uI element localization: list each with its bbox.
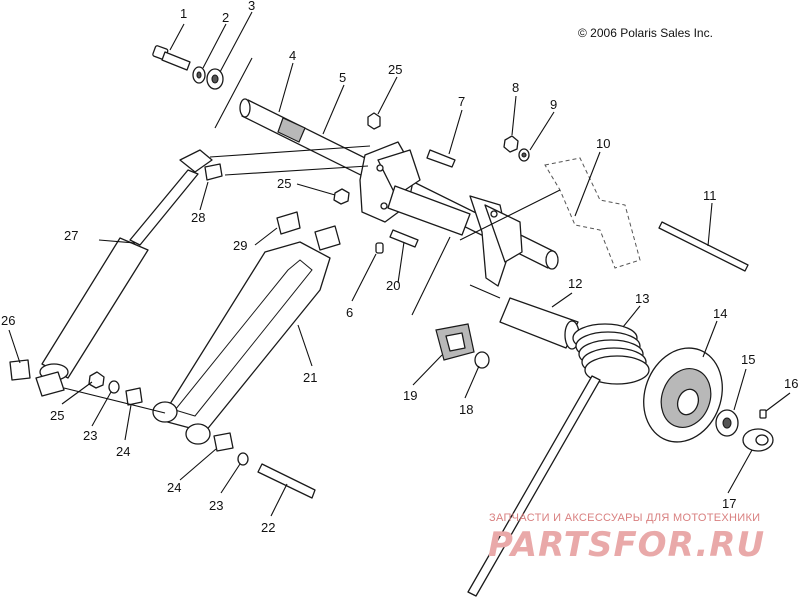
assembly-lines	[63, 57, 561, 414]
part-bushing-28	[204, 163, 223, 181]
part-nut-8	[503, 135, 519, 153]
part-rod-11	[658, 221, 749, 272]
part-tube-12	[499, 297, 580, 350]
part-bushing-24-low	[213, 432, 234, 452]
callout-1: 1	[180, 6, 187, 21]
callout-16: 16	[784, 376, 798, 391]
part-shock-27	[39, 149, 213, 381]
callout-20: 20	[386, 278, 400, 293]
callout-15: 15	[741, 352, 755, 367]
callout-26: 26	[1, 313, 15, 328]
part-bushing-29	[276, 211, 301, 235]
callout-3: 3	[248, 0, 255, 13]
part-washer-15	[715, 409, 739, 437]
callout-25b: 25	[277, 176, 291, 191]
callout-18: 18	[459, 402, 473, 417]
part-bracket-assembly	[359, 141, 523, 287]
part-bushing-shock-low	[35, 371, 65, 397]
part-arm-21	[152, 241, 331, 445]
part-rail-outline	[544, 157, 641, 269]
callout-8: 8	[512, 80, 519, 95]
part-washer-3	[206, 68, 224, 90]
callout-6: 6	[346, 305, 353, 320]
part-fitting-16	[759, 409, 767, 419]
callout-13: 13	[635, 291, 649, 306]
callout-12: 12	[568, 276, 582, 291]
part-nut-25-low	[88, 371, 105, 389]
part-washer-9	[518, 148, 530, 162]
part-nut-25-top	[367, 112, 381, 130]
part-bolt-7	[426, 149, 456, 168]
part-bolt-20	[389, 229, 419, 248]
part-clamp-19	[435, 323, 475, 361]
callout-10: 10	[596, 136, 610, 151]
callout-7: 7	[458, 94, 465, 109]
callout-25c: 25	[50, 408, 64, 423]
callout-21: 21	[303, 370, 317, 385]
callout-17: 17	[722, 496, 736, 511]
callout-23b: 23	[209, 498, 223, 513]
callout-24b: 24	[167, 480, 181, 495]
callout-14: 14	[713, 306, 727, 321]
part-bolt-1	[152, 45, 191, 71]
part-bushing-26	[9, 359, 31, 381]
callout-28: 28	[191, 210, 205, 225]
watermark-tagline: ЗАПЧАСТИ И АКСЕССУАРЫ ДЛЯ МОТОТЕХНИКИ	[489, 512, 760, 524]
watermark-logo: PARTSFOR.RU	[488, 525, 765, 565]
callout-27: 27	[64, 228, 78, 243]
callout-22: 22	[261, 520, 275, 535]
part-washer-2	[192, 66, 206, 84]
callout-25a: 25	[388, 62, 402, 77]
part-pulley-14	[643, 347, 723, 443]
part-bushing-24-top	[125, 387, 143, 406]
part-fitting-6	[375, 242, 384, 254]
callout-23a: 23	[83, 428, 97, 443]
callout-11: 11	[703, 188, 717, 203]
callout-9: 9	[550, 97, 557, 112]
callout-numbers: 1 2 3 4 5 25 7 8 9 10 11 25 28 27 29 6 2…	[1, 0, 798, 535]
callout-5: 5	[339, 70, 346, 85]
copyright-text: © 2006 Polaris Sales Inc.	[578, 26, 713, 40]
callout-4: 4	[289, 48, 296, 63]
callout-19: 19	[403, 388, 417, 403]
part-washer-23-low	[237, 452, 249, 466]
part-washer-23-top	[108, 380, 120, 394]
callout-24a: 24	[116, 444, 130, 459]
callout-29: 29	[233, 238, 247, 253]
part-bushing-arm-top	[314, 225, 341, 251]
part-spring-13	[467, 323, 650, 597]
callout-2: 2	[222, 10, 229, 25]
part-nut-25-mid	[333, 188, 350, 205]
watermark: ЗАПЧАСТИ И АКСЕССУАРЫ ДЛЯ МОТОТЕХНИКИ PA…	[488, 512, 765, 565]
part-bolt-22	[257, 463, 316, 499]
part-cap-17	[742, 428, 774, 452]
callout-leaders	[8, 11, 791, 517]
part-clip-18	[474, 351, 490, 369]
